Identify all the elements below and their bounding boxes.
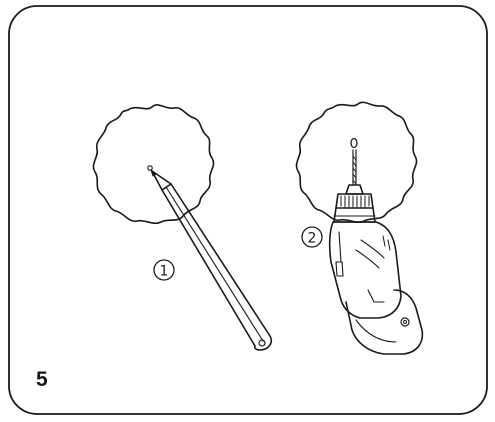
step-number: 5 xyxy=(36,368,48,391)
power-drill-icon xyxy=(328,149,424,355)
drill-hole xyxy=(350,137,358,149)
wall-patch-right xyxy=(295,101,418,224)
panel-frame xyxy=(8,5,488,415)
callout-label-2: 2 xyxy=(308,231,317,247)
callout-circle-1 xyxy=(153,259,175,281)
callout-label-1: 1 xyxy=(160,264,169,280)
mark-point xyxy=(147,165,153,171)
callout-circle-2 xyxy=(301,226,323,248)
pencil-icon xyxy=(150,169,273,351)
wall-patch-left xyxy=(92,104,215,225)
